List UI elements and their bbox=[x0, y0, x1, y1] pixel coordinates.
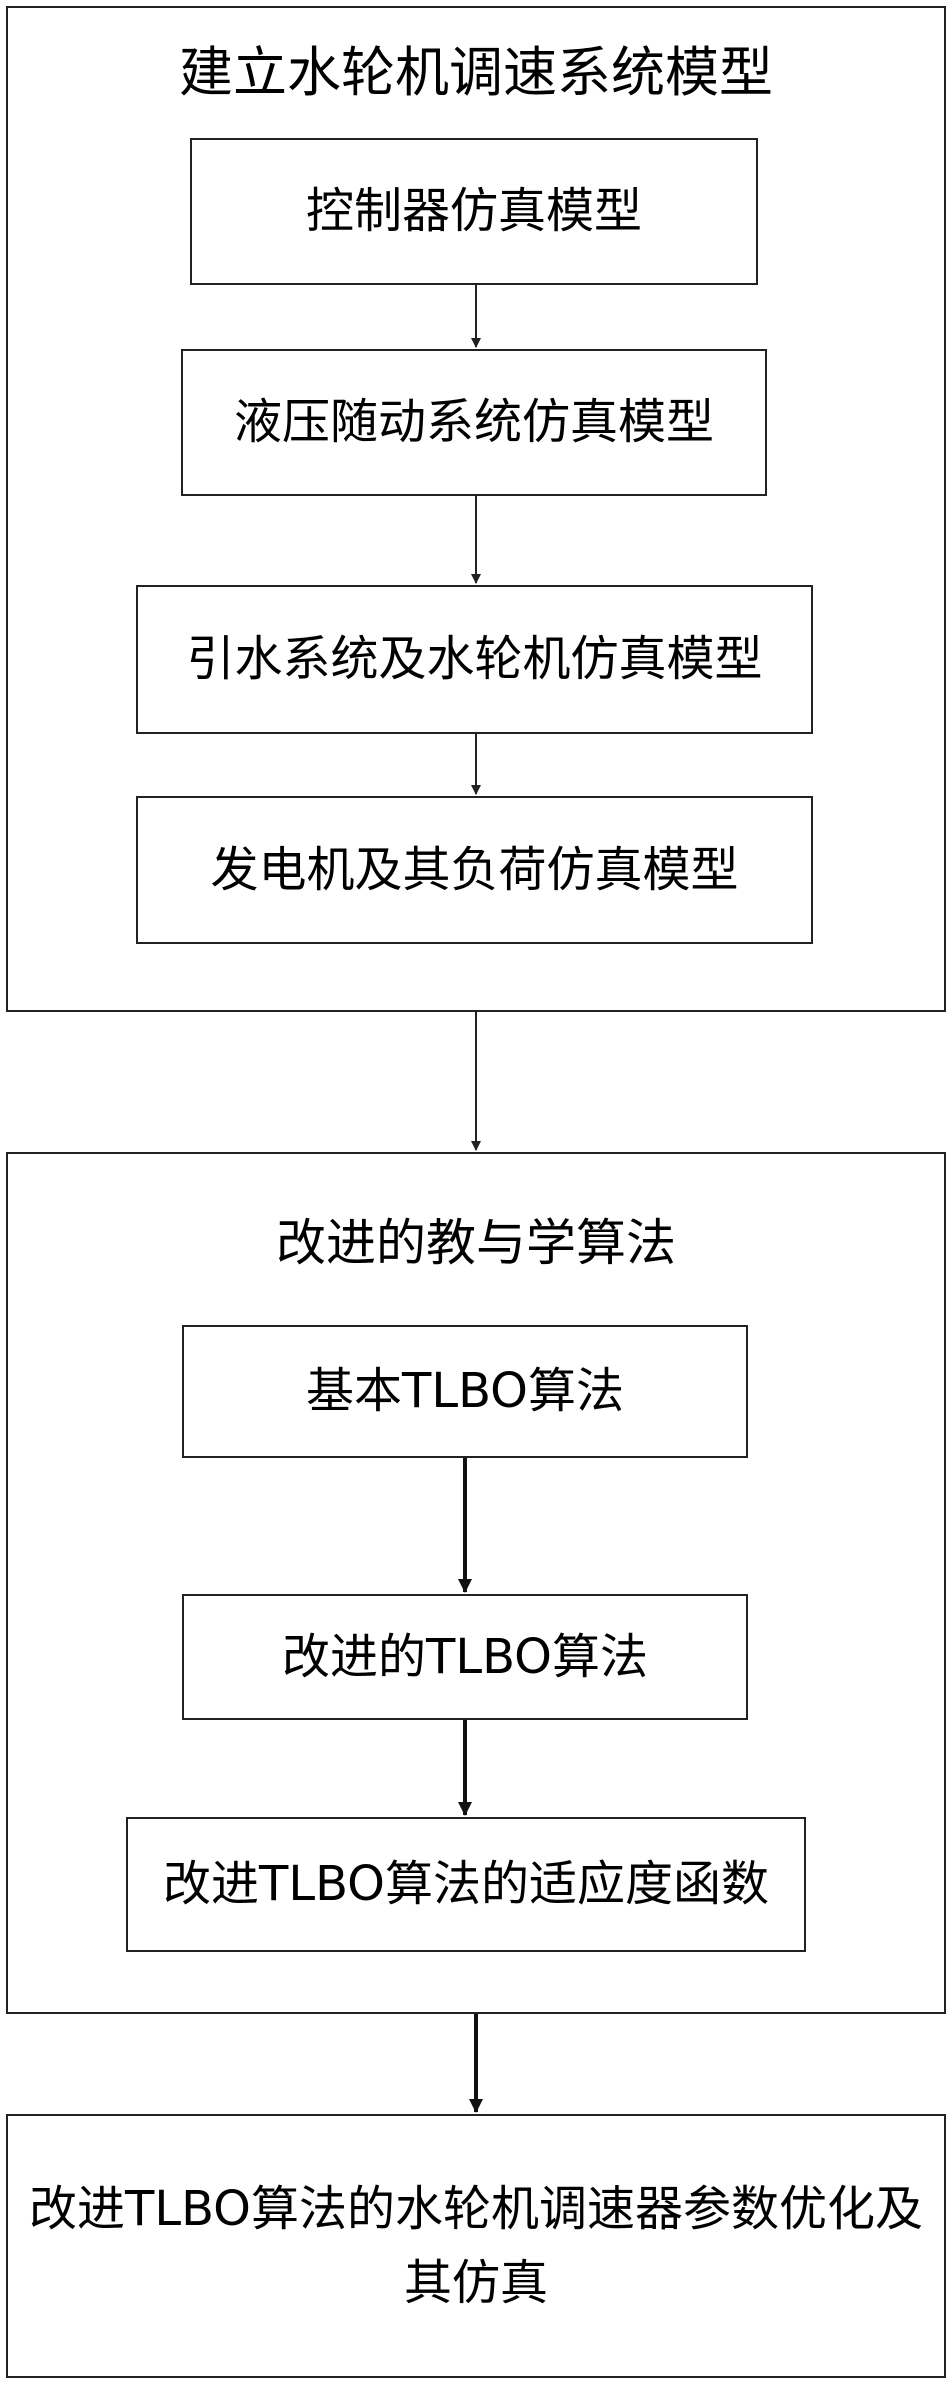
final-optimization-box: 改进TLBO算法的水轮机调速器参数优化及其仿真 bbox=[6, 2114, 946, 2378]
fitness-function-box: 改进TLBO算法的适应度函数 bbox=[126, 1817, 806, 1952]
algorithm-section-title: 改进的教与学算法 bbox=[276, 1214, 676, 1272]
hydraulic-servo-model-box: 液压随动系统仿真模型 bbox=[181, 349, 767, 496]
improved-tlbo-box: 改进的TLBO算法 bbox=[182, 1594, 748, 1720]
model-section-title: 建立水轮机调速系统模型 bbox=[179, 41, 773, 104]
diversion-turbine-model-box: 引水系统及水轮机仿真模型 bbox=[136, 585, 813, 734]
generator-load-model-box: 发电机及其负荷仿真模型 bbox=[136, 796, 813, 944]
controller-model-box: 控制器仿真模型 bbox=[190, 138, 758, 285]
basic-tlbo-box: 基本TLBO算法 bbox=[182, 1325, 748, 1458]
